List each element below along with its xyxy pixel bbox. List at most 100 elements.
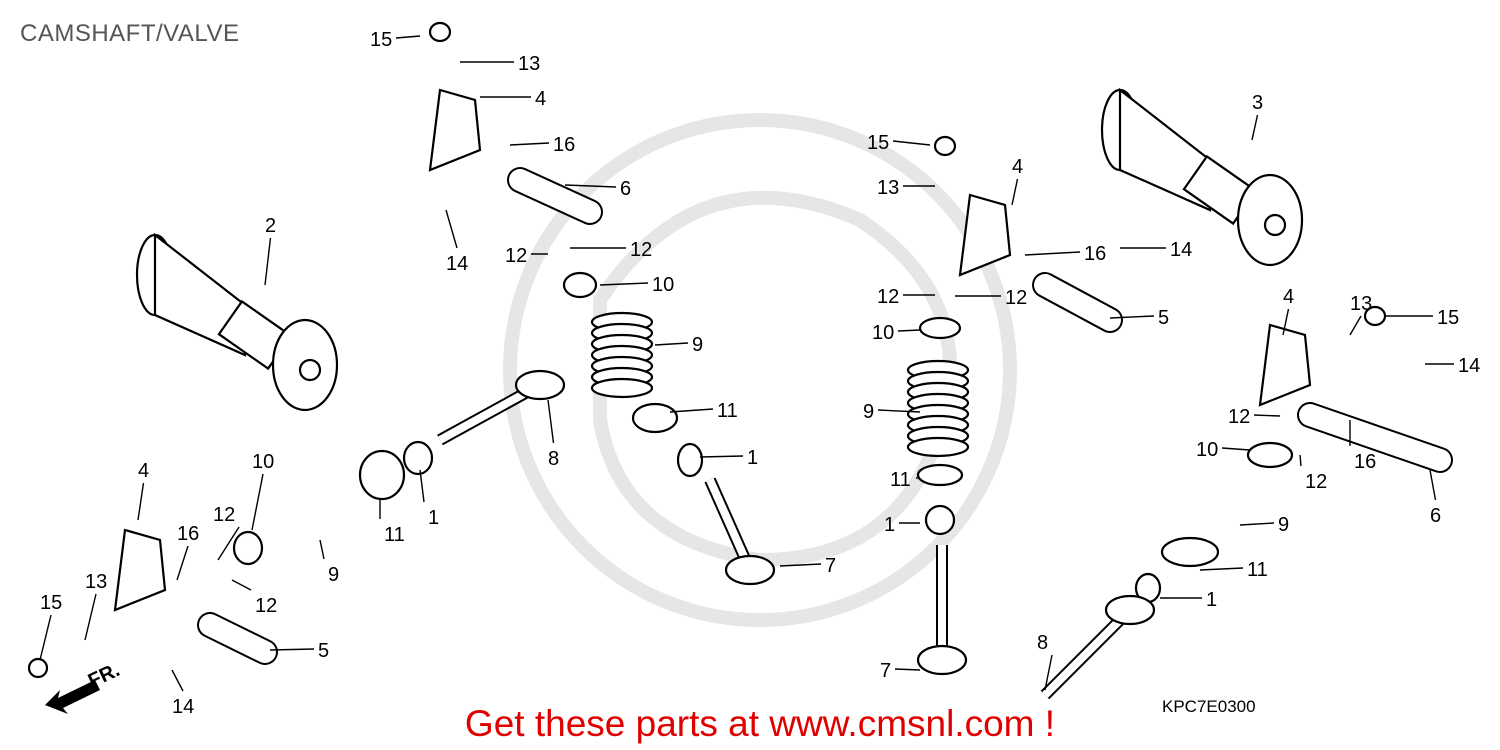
valve-component[interactable] (916, 463, 964, 487)
callout-6[interactable]: 6 (1430, 505, 1441, 527)
callout-7[interactable]: 7 (880, 660, 891, 682)
callout-10[interactable]: 10 (872, 322, 894, 344)
callout-8[interactable]: 8 (1037, 632, 1048, 654)
valve[interactable] (704, 477, 776, 586)
callout-5[interactable]: 5 (1158, 307, 1169, 329)
callout-12[interactable]: 12 (630, 239, 652, 261)
rocker-arm[interactable] (1258, 323, 1312, 407)
callout-8[interactable]: 8 (548, 448, 559, 470)
callout-7[interactable]: 7 (825, 555, 836, 577)
callout-15[interactable]: 15 (1437, 307, 1459, 329)
valve-component[interactable] (402, 440, 434, 476)
valve-spring[interactable] (590, 311, 654, 399)
callout-10[interactable]: 10 (652, 274, 674, 296)
leader-line (654, 342, 689, 346)
callout-13[interactable]: 13 (1350, 293, 1372, 315)
promo-banner-link[interactable]: Get these parts at www.cmsnl.com ! (464, 703, 1056, 744)
callout-14[interactable]: 14 (172, 696, 194, 718)
callout-10[interactable]: 10 (252, 451, 274, 473)
valve[interactable] (1040, 594, 1156, 700)
callout-12[interactable]: 12 (505, 245, 527, 267)
callout-16[interactable]: 16 (1354, 451, 1376, 473)
valve-component[interactable] (358, 449, 406, 501)
callout-12[interactable]: 12 (877, 286, 899, 308)
valve-component[interactable] (918, 316, 962, 340)
callout-12[interactable]: 12 (213, 504, 235, 526)
valve-component[interactable] (631, 402, 679, 434)
callout-1[interactable]: 1 (884, 514, 895, 536)
callout-15[interactable]: 15 (867, 132, 889, 154)
callout-12[interactable]: 12 (1305, 471, 1327, 493)
leader-line (1251, 114, 1259, 141)
callout-3[interactable]: 3 (1252, 92, 1263, 114)
parts (27, 21, 1453, 700)
callout-13[interactable]: 13 (518, 53, 540, 75)
callout-13[interactable]: 13 (877, 177, 899, 199)
leader-line (137, 482, 145, 521)
leader-line (547, 399, 555, 444)
callout-9[interactable]: 9 (692, 334, 703, 356)
callout-9[interactable]: 9 (328, 564, 339, 586)
callout-2[interactable]: 2 (265, 215, 276, 237)
valve-component[interactable] (924, 504, 956, 536)
leader-line (84, 593, 97, 641)
callout-12[interactable]: 12 (1228, 406, 1250, 428)
callout-9[interactable]: 9 (1278, 514, 1289, 536)
callout-11[interactable]: 11 (717, 400, 738, 422)
callout-4[interactable]: 4 (535, 88, 546, 110)
callout-1[interactable]: 1 (1206, 589, 1217, 611)
callout-1[interactable]: 1 (428, 507, 439, 529)
valve-spring[interactable] (906, 359, 970, 458)
callout-13[interactable]: 13 (85, 571, 107, 593)
callout-12[interactable]: 12 (1005, 287, 1027, 309)
leader-line (509, 142, 550, 146)
callout-11[interactable]: 11 (890, 469, 911, 491)
valve-component[interactable] (933, 135, 957, 157)
callout-5[interactable]: 5 (318, 640, 329, 662)
callout-9[interactable]: 9 (863, 401, 874, 423)
leader-line (171, 669, 184, 692)
valve-component[interactable] (1246, 441, 1294, 469)
callout-12[interactable]: 12 (255, 595, 277, 617)
callout-16[interactable]: 16 (553, 134, 575, 156)
callout-16[interactable]: 16 (1084, 243, 1106, 265)
camshaft-right[interactable] (1100, 87, 1304, 267)
callout-1[interactable]: 1 (747, 447, 758, 469)
callout-14[interactable]: 14 (446, 253, 468, 275)
valve-component[interactable] (27, 657, 49, 679)
callout-15[interactable]: 15 (370, 29, 392, 51)
leader-line (269, 648, 315, 651)
valve-component[interactable] (232, 530, 264, 566)
callout-6[interactable]: 6 (620, 178, 631, 200)
leader-line (1011, 178, 1019, 206)
valve[interactable] (916, 545, 968, 676)
valve-component[interactable] (428, 21, 452, 43)
valve[interactable] (437, 369, 566, 446)
callout-10[interactable]: 10 (1196, 439, 1218, 461)
leader-line (669, 408, 714, 413)
callout-4[interactable]: 4 (1012, 156, 1023, 178)
rocker-arm[interactable] (958, 193, 1012, 277)
valve-component[interactable] (562, 271, 598, 299)
callout-11[interactable]: 11 (1247, 559, 1268, 581)
callout-16[interactable]: 16 (177, 523, 199, 545)
leader-line (877, 409, 921, 413)
callout-14[interactable]: 14 (1170, 239, 1192, 261)
leader-line (39, 614, 52, 661)
callout-4[interactable]: 4 (138, 460, 149, 482)
valve-component[interactable] (1160, 536, 1220, 568)
callout-14[interactable]: 14 (1458, 355, 1480, 377)
callout-11[interactable]: 11 (384, 524, 405, 546)
callout-4[interactable]: 4 (1283, 286, 1294, 308)
callout-15[interactable]: 15 (40, 592, 62, 614)
rocker-arm[interactable] (428, 88, 482, 172)
leader-line (251, 473, 264, 531)
leader-line (1429, 469, 1437, 501)
valve-component[interactable] (676, 442, 704, 478)
rocker-arm[interactable] (113, 528, 167, 612)
diagram-code: KPC7E0300 (1162, 697, 1256, 716)
camshaft-left[interactable] (135, 232, 339, 412)
leader-line (231, 579, 252, 591)
